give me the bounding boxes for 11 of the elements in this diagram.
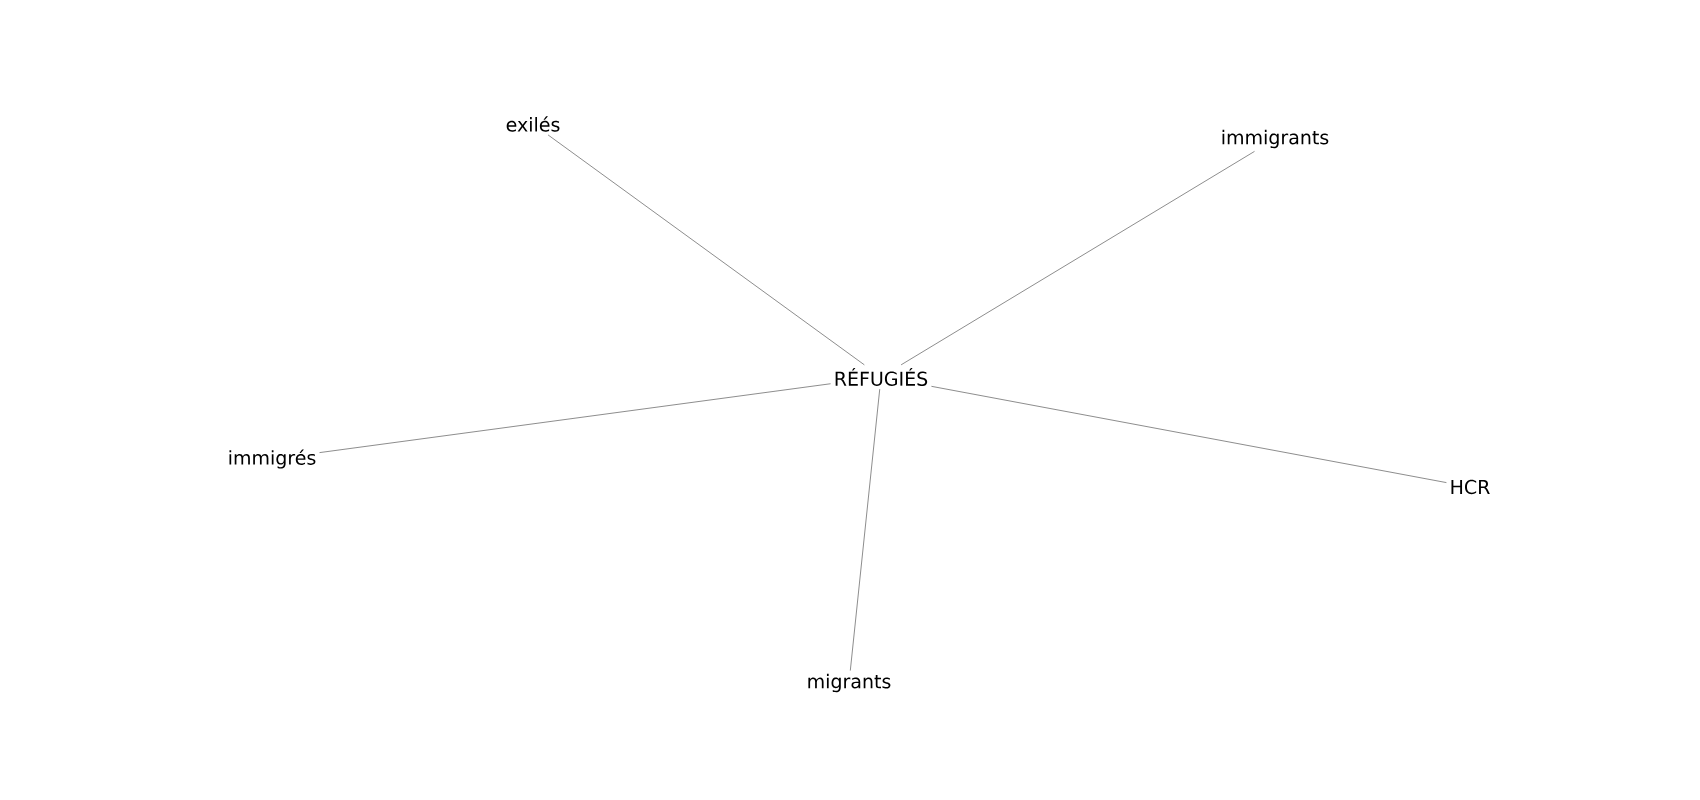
word-label: exilés	[502, 113, 564, 135]
word-label: migrants	[803, 670, 895, 696]
connector-line	[900, 150, 1255, 366]
word-label: immigrés	[224, 446, 320, 472]
word-label: HCR	[1446, 476, 1494, 498]
connector-line	[849, 388, 881, 672]
word-label: immigrants	[1217, 126, 1333, 152]
connector-line	[547, 134, 865, 366]
connector-line	[319, 383, 832, 454]
connector-line	[930, 385, 1447, 484]
word-label: RÉFUGIÉS	[830, 365, 932, 389]
